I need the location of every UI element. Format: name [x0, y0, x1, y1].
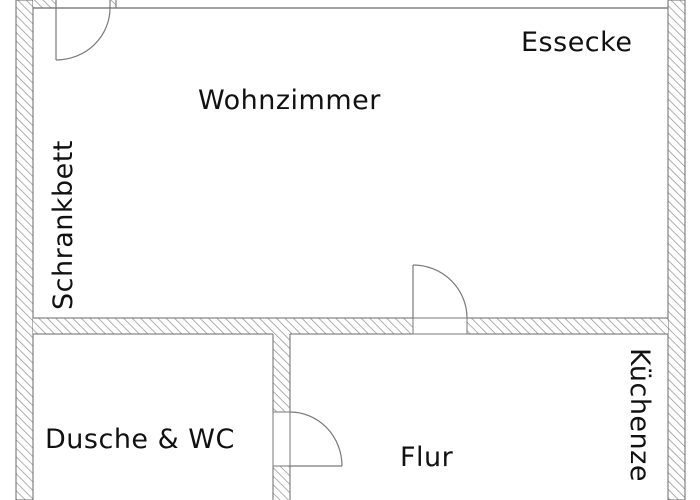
room-label-dusche-wc: Dusche & WC	[45, 424, 235, 455]
wall-bath-hall	[272, 334, 291, 500]
room-label-essecke: Essecke	[521, 27, 633, 58]
wall-top	[33, 0, 668, 9]
room-label-schrankbett: Schrankbett	[48, 140, 79, 310]
door-bath	[272, 411, 343, 467]
room-label-kuechenzeile: Küchenze	[624, 348, 655, 482]
door-living	[412, 264, 468, 335]
wall-right	[667, 0, 686, 500]
room-label-flur: Flur	[400, 442, 454, 473]
wall-middle	[33, 317, 668, 335]
door-top	[55, 0, 111, 61]
wall-left	[15, 0, 34, 500]
room-label-wohnzimmer: Wohnzimmer	[198, 85, 381, 116]
